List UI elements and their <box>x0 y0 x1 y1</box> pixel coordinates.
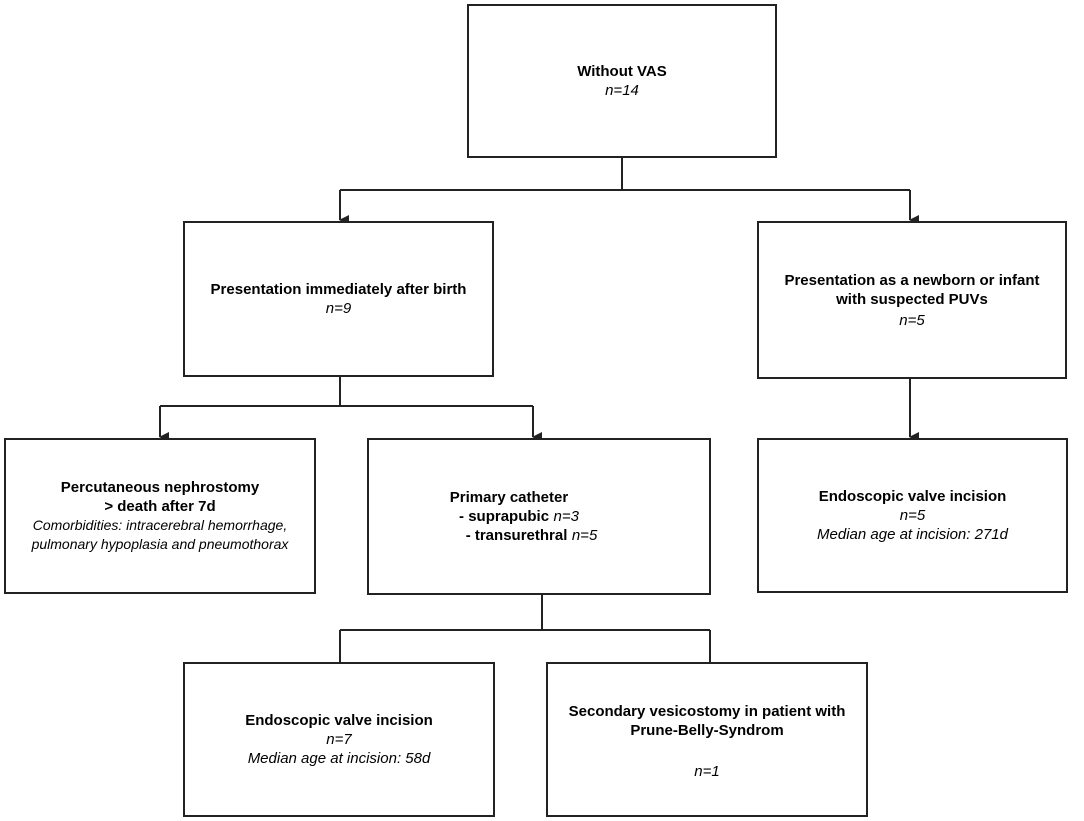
node-title-line2: Prune-Belly-Syndrom <box>630 722 784 739</box>
node-primary-catheter: Primary catheter - suprapubic n=3 - tran… <box>367 438 711 595</box>
node-without-vas: Without VAS n=14 <box>467 4 777 158</box>
node-title: Endoscopic valve incision <box>818 488 1007 505</box>
node-title-line2: > death after 7d <box>104 498 216 515</box>
suprapubic-label: - suprapubic <box>459 508 550 525</box>
node-title: Primary catheter <box>449 489 569 506</box>
node-title-line1: Secondary vesicostomy in patient with <box>568 703 846 720</box>
transurethral-label: - transurethral <box>465 527 568 544</box>
node-title-line1: Presentation as a newborn or infant <box>784 271 1040 289</box>
node-presentation-birth: Presentation immediately after birth n=9 <box>183 221 494 377</box>
node-title: Presentation immediately after birth <box>210 281 467 298</box>
node-presentation-newborn: Presentation as a newborn or infant with… <box>757 221 1067 379</box>
node-title-line2: with suspected PUVs <box>836 290 988 308</box>
node-count: n=5 <box>899 507 926 524</box>
node-count: n=5 <box>899 311 925 329</box>
transurethral-count: n=5 <box>571 527 598 544</box>
median-age: Median age at incision: 58d <box>247 750 431 767</box>
node-endoscopic-right: Endoscopic valve incision n=5 Median age… <box>757 438 1068 593</box>
node-title: Endoscopic valve incision <box>245 712 433 729</box>
node-count: n=14 <box>605 82 639 99</box>
node-endoscopic-bottom: Endoscopic valve incision n=7 Median age… <box>183 662 495 817</box>
node-vesicostomy: Secondary vesicostomy in patient with Pr… <box>546 662 868 817</box>
node-count: n=9 <box>325 300 352 317</box>
suprapubic-count: n=3 <box>553 508 579 525</box>
node-count: n=7 <box>326 731 352 748</box>
comorbidities-line1: Comorbidities: intracerebral hemorrhage, <box>32 517 288 533</box>
node-count: n=1 <box>694 763 720 780</box>
median-age: Median age at incision: 271d <box>817 526 1008 543</box>
comorbidities-line2: pulmonary hypoplasia and pneumothorax <box>31 536 289 552</box>
node-nephrostomy: Percutaneous nephrostomy > death after 7… <box>4 438 316 594</box>
node-title: Without VAS <box>577 63 667 80</box>
node-title-line1: Percutaneous nephrostomy <box>60 479 260 496</box>
